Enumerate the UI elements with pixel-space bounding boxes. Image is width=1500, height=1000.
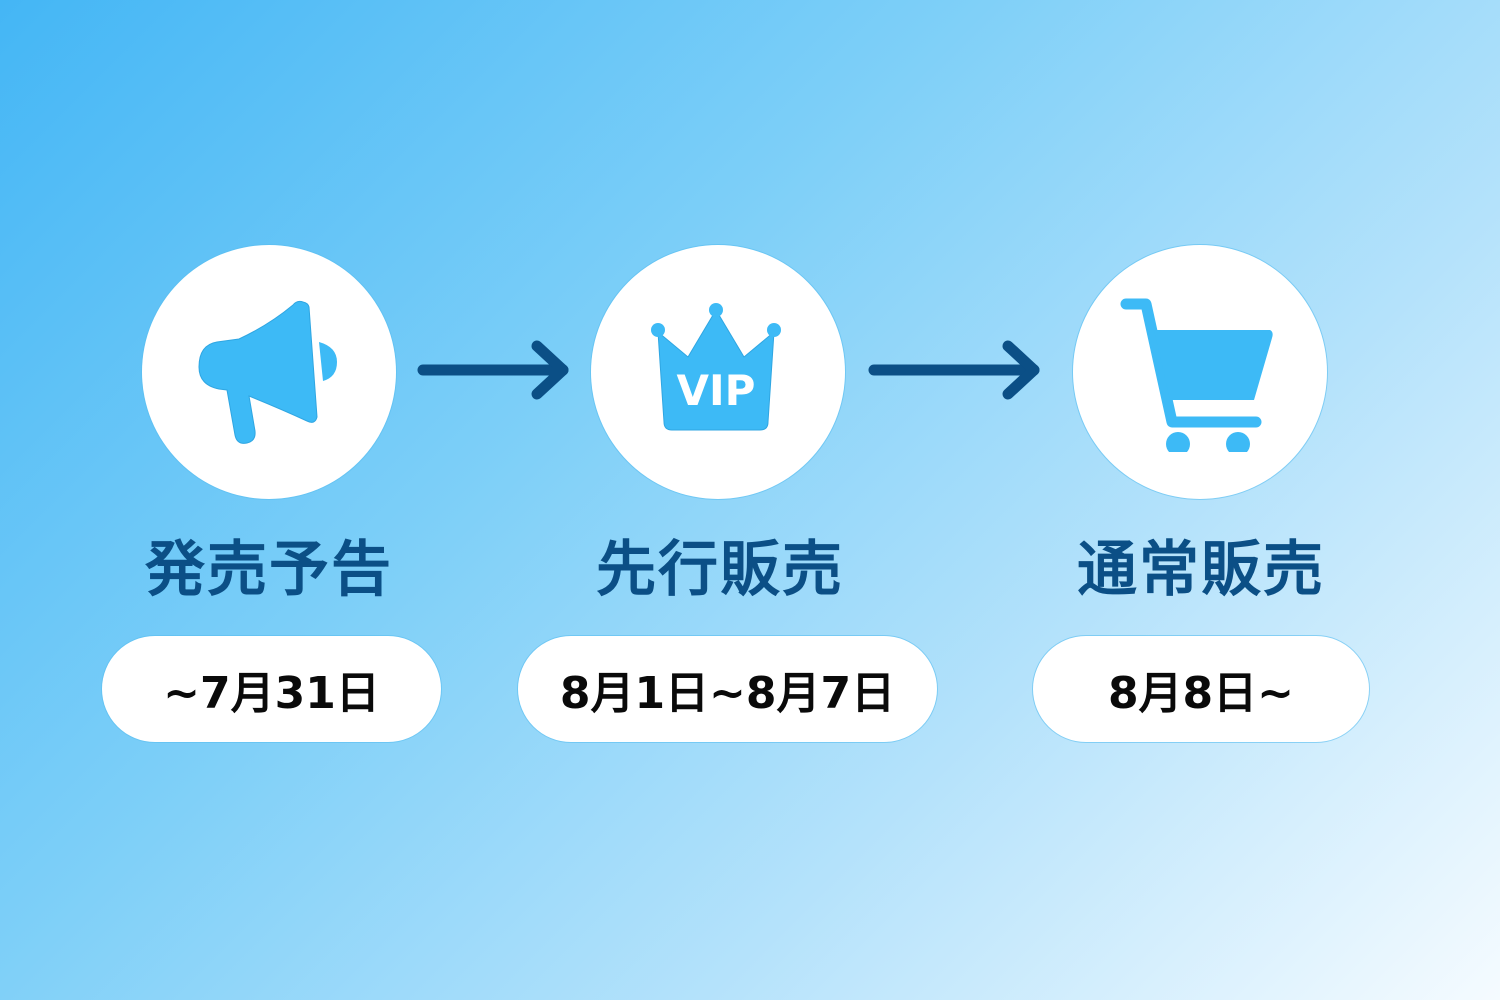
step-3-title: 通常販売 bbox=[1077, 535, 1325, 605]
step-2-icon-circle: VIP bbox=[591, 245, 845, 499]
step-3-date-badge: 8月8日~ bbox=[1033, 636, 1369, 742]
step-1-icon-circle bbox=[142, 245, 396, 499]
vip-label: VIP bbox=[677, 366, 756, 415]
step-2-title: 先行販売 bbox=[596, 535, 844, 605]
arrow-right-icon bbox=[417, 340, 569, 400]
shopping-cart-icon bbox=[1120, 298, 1273, 452]
step-1-date-badge: ~7月31日 bbox=[102, 636, 441, 742]
arrow-right-icon bbox=[868, 340, 1040, 400]
step-2-date-badge: 8月1日~8月7日 bbox=[518, 636, 937, 742]
vip-crown-icon: VIP bbox=[651, 303, 781, 431]
step-3-icon-circle bbox=[1073, 245, 1327, 499]
step-1-title: 発売予告 bbox=[145, 535, 393, 605]
megaphone-icon bbox=[198, 300, 337, 444]
